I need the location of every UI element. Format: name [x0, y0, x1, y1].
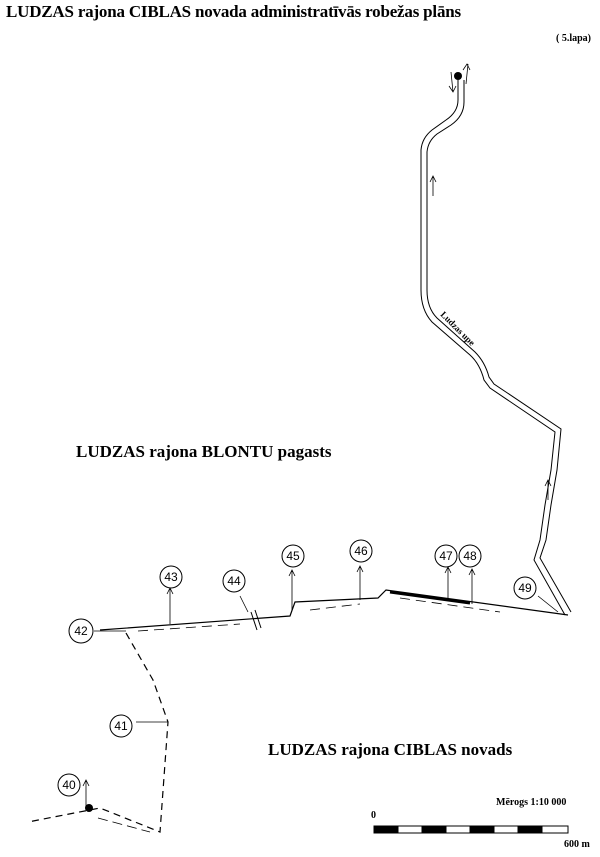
svg-text:48: 48 [463, 549, 477, 563]
marker-44[interactable]: 44 [222, 569, 246, 593]
sheet-number: ( 5.lapa) [556, 33, 591, 44]
scale-bar [373, 825, 569, 834]
boundary-south [27, 632, 169, 833]
marker-49[interactable]: 49 [513, 576, 537, 600]
svg-text:40: 40 [62, 778, 76, 792]
svg-text:45: 45 [286, 549, 300, 563]
scale-title: Mērogs 1:10 000 [496, 797, 567, 808]
marker-47[interactable]: 47 [434, 544, 458, 568]
end-point-dot [85, 804, 93, 812]
map-title: LUDZAS rajona CIBLAS novada administratī… [6, 2, 461, 21]
svg-text:42: 42 [74, 624, 88, 638]
svg-text:43: 43 [164, 570, 178, 584]
svg-text:49: 49 [518, 581, 532, 595]
scale-start-label: 0 [371, 810, 376, 821]
marker-leaders [82, 565, 559, 806]
marker-46[interactable]: 46 [349, 539, 373, 563]
marker-41[interactable]: 41 [109, 714, 133, 738]
boundary-north [99, 589, 569, 632]
marker-40[interactable]: 40 [57, 773, 81, 797]
marker-43[interactable]: 43 [159, 565, 183, 589]
start-point-dot [454, 72, 462, 80]
svg-text:46: 46 [354, 544, 368, 558]
river-channel [420, 80, 572, 616]
marker-48[interactable]: 48 [458, 544, 482, 568]
marker-45[interactable]: 45 [281, 544, 305, 568]
svg-text:47: 47 [439, 549, 453, 563]
area-label-south: LUDZAS rajona CIBLAS novads [268, 740, 513, 759]
svg-text:41: 41 [114, 719, 128, 733]
marker-42[interactable]: 42 [68, 618, 94, 644]
area-label-north: LUDZAS rajona BLONTU pagasts [76, 442, 332, 461]
scale-end-label: 600 m [564, 839, 590, 850]
svg-text:44: 44 [227, 574, 241, 588]
river-arrows [429, 63, 552, 500]
river-label: Ludzas upe [439, 309, 477, 347]
boundary-markers: 40 41 42 43 44 45 46 47 48 49 [57, 539, 537, 797]
